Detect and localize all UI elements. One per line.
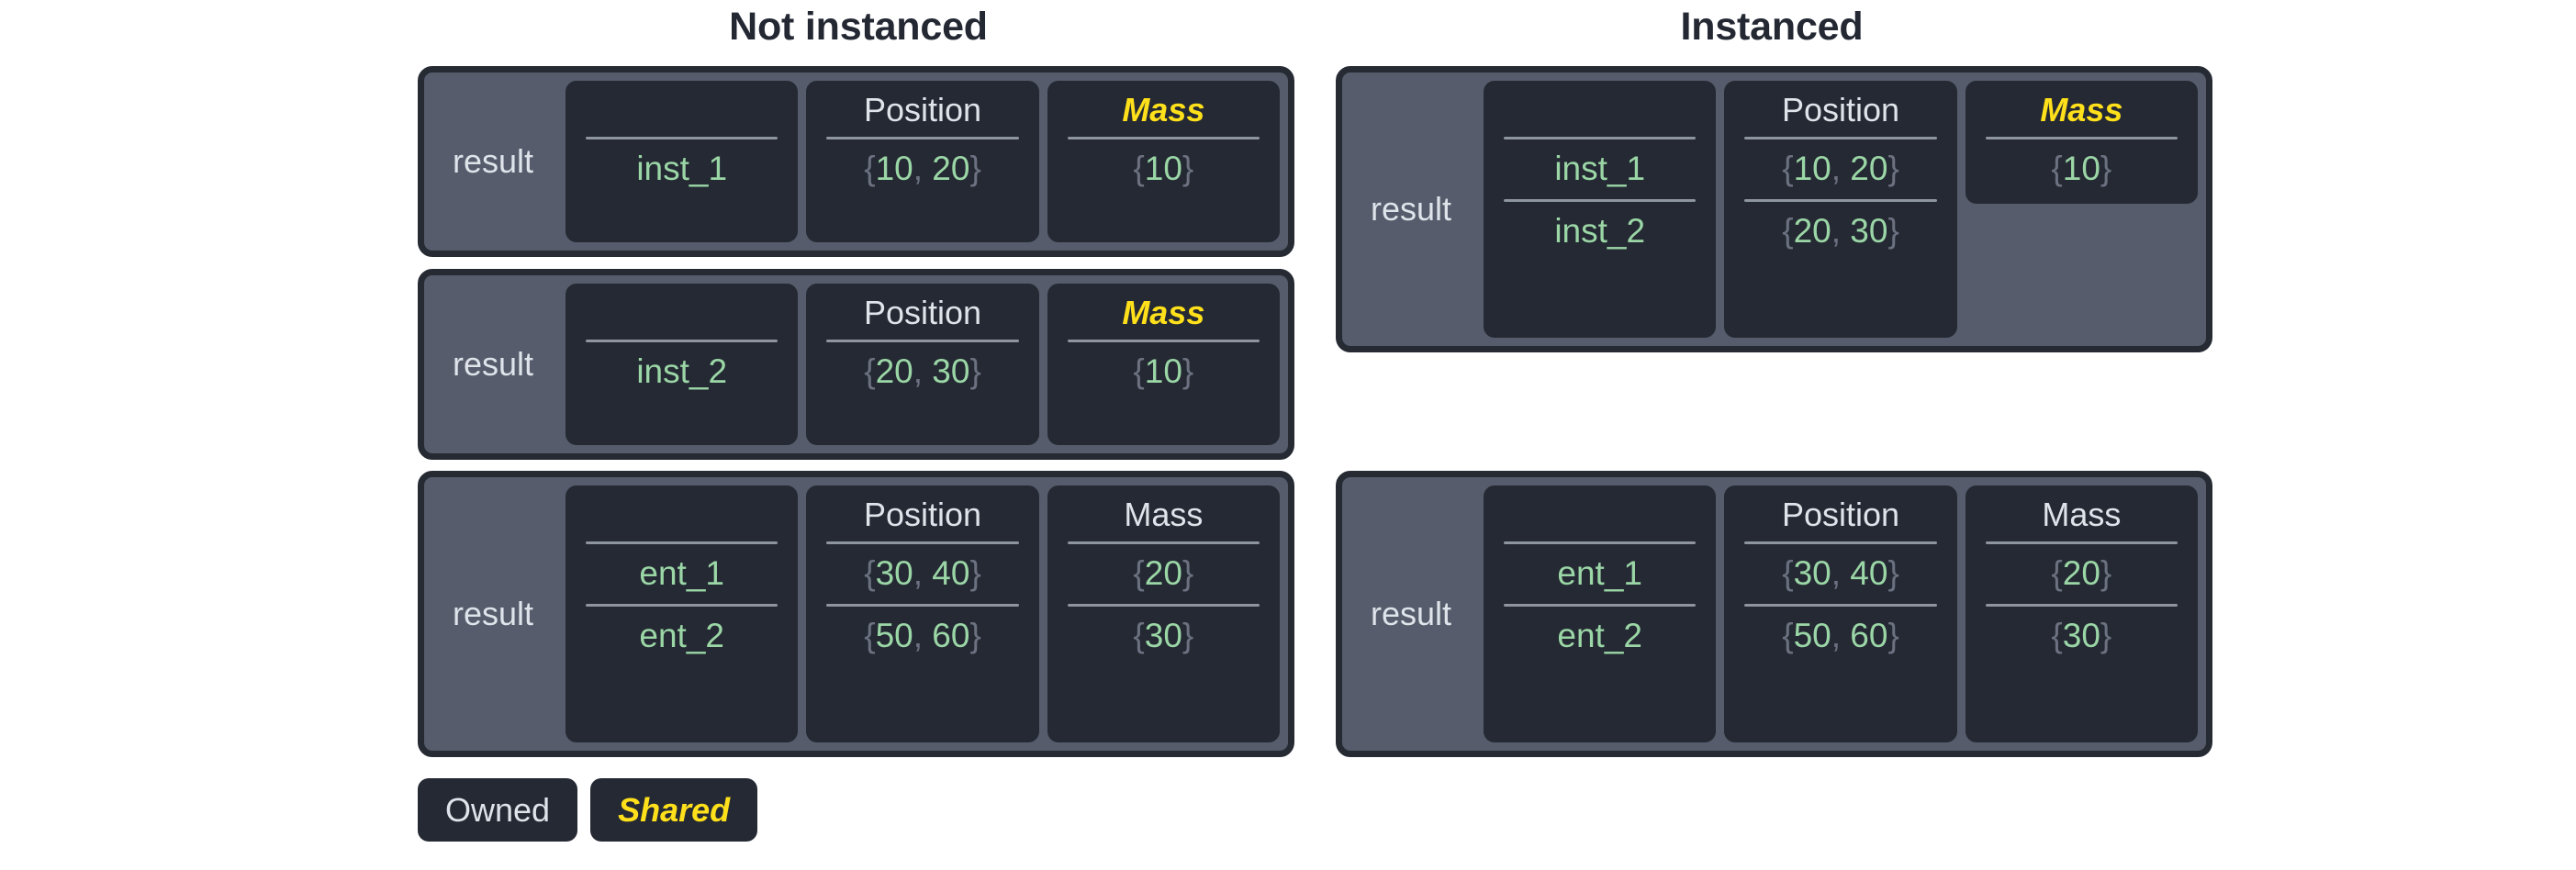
result-panel-right-bottom[interactable]: result ent_1 ent_2 Position {30, 40} {50… bbox=[1336, 471, 2212, 757]
column-mass-shared[interactable]: Mass {10} bbox=[1965, 81, 2199, 205]
column-position[interactable]: Position {10, 20} {20, 30} bbox=[1724, 81, 1957, 338]
component-columns: inst_2 Position {20, 30} Mass {10} bbox=[566, 284, 1281, 445]
result-panel-left-middle[interactable]: result inst_2 Position {20, 30} Mass {10… bbox=[418, 269, 1294, 460]
legend-chip-owned[interactable]: Owned bbox=[418, 778, 578, 842]
column-title-instanced: Instanced bbox=[1680, 5, 1864, 49]
header-rule bbox=[586, 541, 778, 544]
column-entity-id[interactable]: inst_1 inst_2 bbox=[1484, 81, 1717, 338]
component-columns: inst_1 inst_2 Position {10, 20} {20, 30}… bbox=[1484, 81, 2199, 338]
column-position[interactable]: Position {30, 40} {50, 60} bbox=[806, 485, 1039, 742]
cell-mass: {10} bbox=[1133, 352, 1194, 390]
cell-entity-id: ent_2 bbox=[639, 617, 724, 655]
cell-mass: {30} bbox=[2051, 617, 2112, 655]
header-rule bbox=[586, 137, 778, 139]
cell-position: {50, 60} bbox=[1782, 617, 1899, 655]
column-header: Mass bbox=[1122, 91, 1205, 128]
header-rule bbox=[586, 340, 778, 342]
cell-entity-id: inst_2 bbox=[636, 352, 728, 390]
cell-mass: {30} bbox=[1133, 617, 1194, 655]
cell-position: {30, 40} bbox=[864, 554, 981, 592]
column-header bbox=[580, 291, 783, 335]
header-rule bbox=[1985, 137, 2178, 139]
column-header: Mass bbox=[1124, 496, 1204, 533]
column-mass[interactable]: Mass {10} bbox=[1047, 81, 1281, 242]
row-rule bbox=[1744, 604, 1937, 608]
cell-entity-id: inst_1 bbox=[1554, 150, 1646, 187]
column-header: Position bbox=[863, 91, 982, 128]
column-mass[interactable]: Mass {20} {30} bbox=[1047, 485, 1281, 742]
cell-mass: {20} bbox=[2051, 554, 2112, 592]
cell-position: {50, 60} bbox=[864, 617, 981, 655]
row-rule bbox=[826, 604, 1019, 608]
column-header: Position bbox=[863, 294, 982, 331]
header-rule bbox=[1067, 340, 1260, 342]
cell-entity-id: ent_1 bbox=[1557, 554, 1642, 592]
header-rule bbox=[826, 137, 1019, 139]
header-rule bbox=[1067, 137, 1260, 139]
column-position[interactable]: Position {30, 40} {50, 60} bbox=[1724, 485, 1957, 742]
column-header: Position bbox=[1781, 91, 1900, 128]
legend-chip-shared[interactable]: Shared bbox=[590, 778, 758, 842]
component-columns: inst_1 Position {10, 20} Mass {10} bbox=[566, 81, 1281, 242]
header-rule bbox=[1504, 541, 1697, 544]
header-rule bbox=[826, 340, 1019, 342]
component-columns: ent_1 ent_2 Position {30, 40} {50, 60} M… bbox=[566, 485, 1281, 742]
column-header: Position bbox=[1781, 496, 1900, 533]
cell-mass: {10} bbox=[1133, 150, 1194, 187]
header-rule bbox=[1985, 541, 2178, 544]
column-title-not-instanced: Not instanced bbox=[729, 5, 988, 49]
column-entity-id[interactable]: ent_1 ent_2 bbox=[1484, 485, 1717, 742]
cell-mass: {20} bbox=[1133, 554, 1194, 592]
cell-position: {20, 30} bbox=[1782, 212, 1899, 251]
column-header bbox=[1498, 493, 1701, 537]
cell-position: {10, 20} bbox=[1782, 150, 1899, 187]
row-rule bbox=[1067, 604, 1260, 608]
header-rule bbox=[826, 541, 1019, 544]
cell-position: {30, 40} bbox=[1782, 554, 1899, 592]
panel-label: result bbox=[453, 595, 534, 632]
cell-entity-id: ent_1 bbox=[639, 554, 724, 592]
component-columns: ent_1 ent_2 Position {30, 40} {50, 60} M… bbox=[1484, 485, 2199, 742]
row-rule bbox=[1504, 199, 1697, 203]
column-header bbox=[580, 88, 783, 132]
column-position[interactable]: Position {10, 20} bbox=[806, 81, 1039, 242]
panel-label: result bbox=[1371, 190, 1452, 228]
column-entity-id[interactable]: inst_1 bbox=[566, 81, 799, 242]
column-entity-id[interactable]: inst_2 bbox=[566, 284, 799, 445]
column-header bbox=[1498, 88, 1701, 132]
cell-entity-id: inst_1 bbox=[636, 150, 728, 187]
column-header: Mass bbox=[2040, 91, 2123, 128]
header-rule bbox=[1504, 137, 1697, 139]
panel-label: result bbox=[453, 345, 534, 383]
header-rule bbox=[1744, 541, 1937, 544]
row-rule bbox=[1985, 604, 2178, 608]
header-rule bbox=[1744, 137, 1937, 139]
column-header: Position bbox=[863, 496, 982, 533]
cell-position: {20, 30} bbox=[864, 352, 981, 390]
panel-label: result bbox=[1371, 595, 1452, 632]
column-position[interactable]: Position {20, 30} bbox=[806, 284, 1039, 445]
result-panel-right-top[interactable]: result inst_1 inst_2 Position {10, 20} {… bbox=[1336, 66, 2212, 352]
column-header: Mass bbox=[2042, 496, 2122, 533]
cell-entity-id: inst_2 bbox=[1554, 212, 1646, 251]
column-mass[interactable]: Mass {20} {30} bbox=[1965, 485, 2199, 742]
cell-entity-id: ent_2 bbox=[1557, 617, 1642, 655]
result-panel-left-top[interactable]: result inst_1 Position {10, 20} Mass {10… bbox=[418, 66, 1294, 257]
row-rule bbox=[1504, 604, 1697, 608]
column-header bbox=[580, 493, 783, 537]
panel-label: result bbox=[453, 142, 534, 180]
cell-mass: {10} bbox=[2051, 150, 2112, 187]
cell-position: {10, 20} bbox=[864, 150, 981, 187]
header-rule bbox=[1067, 541, 1260, 544]
row-rule bbox=[586, 604, 778, 608]
column-header: Mass bbox=[1122, 294, 1205, 331]
column-mass[interactable]: Mass {10} bbox=[1047, 284, 1281, 445]
column-entity-id[interactable]: ent_1 ent_2 bbox=[566, 485, 799, 742]
row-rule bbox=[1744, 199, 1937, 203]
legend: Owned Shared bbox=[418, 778, 758, 842]
result-panel-left-bottom[interactable]: result ent_1 ent_2 Position {30, 40} {50… bbox=[418, 471, 1294, 757]
